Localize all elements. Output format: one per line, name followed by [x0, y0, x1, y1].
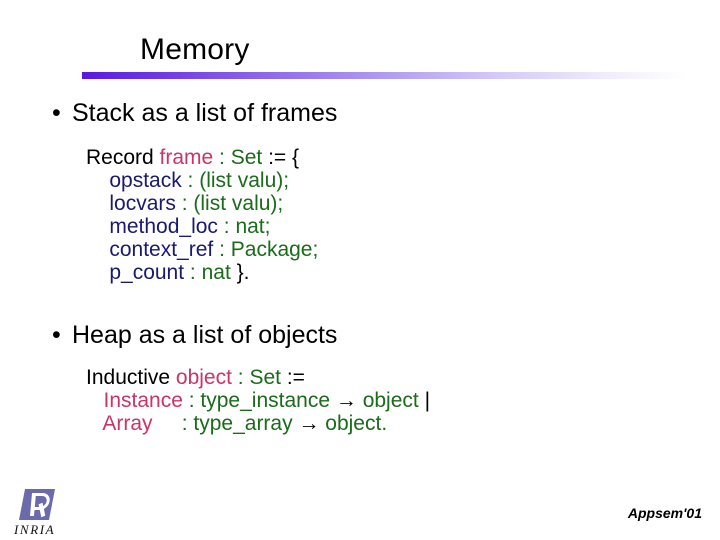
record-token-0-4: := { — [262, 146, 300, 169]
record-token-3-2: : — [217, 215, 236, 238]
record-token-4-1: context_ref — [109, 238, 214, 261]
inductive-token-0-2: : — [231, 366, 250, 389]
inductive-line-0: Inductive object : Set := — [86, 366, 430, 389]
title-underline-rule — [82, 72, 686, 79]
inductive-token-0-0: Inductive — [86, 366, 176, 389]
page-title: Memory — [140, 33, 250, 66]
record-token-0-1: frame — [159, 146, 214, 169]
record-token-5-3: nat — [201, 261, 231, 284]
record-token-4-0 — [86, 238, 109, 261]
inductive-token-0-4: := — [280, 366, 305, 389]
inductive-line-1: Instance : type_instance → object | — [86, 389, 431, 412]
code-block-record-frame: Record frame : Set := { opstack : (list … — [86, 146, 318, 284]
record-token-3-3: nat; — [235, 215, 271, 238]
inductive-token-0-1: object — [175, 366, 232, 389]
record-line-0: Record frame : Set := { — [86, 146, 318, 169]
bullet-dot-icon: • — [52, 99, 61, 127]
bullet-label-heap: Heap as a list of objects — [72, 321, 338, 349]
inria-diamond-icon — [18, 489, 56, 520]
record-line-4: context_ref : Package; — [86, 238, 318, 261]
inria-logo: INRIA — [14, 489, 76, 537]
bullet-item-heap: • Heap as a list of objects — [52, 321, 337, 350]
record-token-0-0: Record — [86, 146, 160, 169]
bullet-dot-icon: • — [52, 321, 61, 349]
record-token-2-3: (list valu); — [193, 192, 284, 215]
record-token-5-1: p_count — [109, 261, 185, 284]
record-line-5: p_count : nat }. — [86, 261, 318, 284]
inductive-token-1-2: : — [182, 389, 201, 412]
record-token-5-4: }. — [230, 261, 250, 284]
record-token-2-1: locvars — [109, 192, 176, 215]
record-token-0-2: : — [213, 146, 231, 169]
inductive-token-2-1: Array — [102, 412, 153, 435]
record-token-1-3: (list valu); — [199, 169, 290, 192]
record-token-5-2: : — [184, 261, 202, 284]
record-token-0-3: Set — [230, 146, 263, 169]
record-line-2: locvars : (list valu); — [86, 192, 318, 215]
inductive-token-1-4: → — [330, 389, 363, 412]
inductive-token-2-4: → — [292, 412, 326, 435]
inria-r-leg-icon — [38, 502, 46, 518]
record-token-4-3: Package; — [230, 238, 319, 261]
record-token-3-1: method_loc — [109, 215, 218, 238]
record-token-3-0 — [86, 215, 109, 238]
inductive-token-0-3: Set — [249, 366, 281, 389]
code-block-inductive-object: Inductive object : Set := Instance : typ… — [86, 366, 430, 435]
bullet-label-stack: Stack as a list of frames — [72, 99, 338, 127]
inductive-token-1-3: type_instance — [200, 389, 331, 412]
inductive-token-2-0 — [86, 412, 102, 435]
record-token-5-0 — [86, 261, 109, 284]
conference-label: Appsem'01 — [627, 505, 702, 521]
record-token-2-2: : — [175, 192, 194, 215]
inria-wordmark: INRIA — [14, 522, 56, 537]
inductive-token-2-3: type_array — [193, 412, 293, 435]
record-token-2-0 — [86, 192, 109, 215]
inductive-token-1-5: object — [362, 389, 419, 412]
record-token-1-2: : — [181, 169, 200, 192]
record-token-1-1: opstack — [109, 169, 182, 192]
inductive-token-2-5: object. — [325, 412, 388, 435]
record-line-3: method_loc : nat; — [86, 215, 318, 238]
inductive-token-1-0 — [86, 389, 104, 412]
record-token-1-0 — [86, 169, 109, 192]
inductive-token-2-2: : — [152, 412, 194, 435]
inductive-token-1-6: | — [418, 389, 431, 412]
inductive-line-2: Array : type_array → object. — [86, 412, 430, 435]
bullet-item-stack: • Stack as a list of frames — [52, 99, 337, 128]
record-token-4-2: : — [213, 238, 231, 261]
inductive-token-1-1: Instance — [103, 389, 183, 412]
record-line-1: opstack : (list valu); — [86, 169, 318, 192]
